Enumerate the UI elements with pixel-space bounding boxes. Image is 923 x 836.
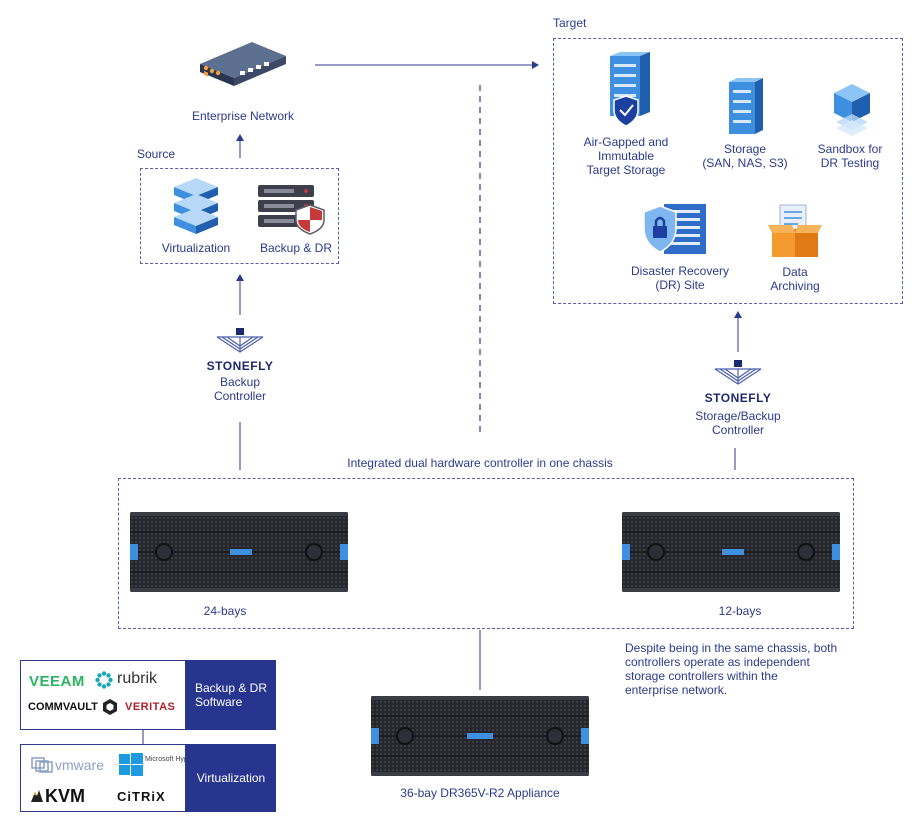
chassis-24-bays [130, 512, 348, 592]
source-box [140, 168, 339, 264]
kvm-logo: KVM [45, 786, 85, 806]
commvault-logo: COMMVAULT [28, 701, 98, 713]
virtualization-software-panel: Virtualization [186, 744, 276, 812]
vmware-logo: vmware [55, 757, 105, 773]
virtualization-label: Virtualization [161, 241, 231, 255]
virtualization-server-icon [174, 178, 218, 234]
backup-controller-label: Backup Controller [213, 375, 267, 403]
archive-box-icon [768, 204, 822, 257]
backup-software-panel: Backup & DR Software [186, 660, 276, 730]
integrated-label: Integrated dual hardware controller in o… [347, 456, 613, 470]
storage-server-icon [729, 78, 763, 134]
hyperv-logo: Microsoft Hyper-V [145, 756, 202, 763]
chassis-12-bays-front [622, 512, 840, 592]
bays-24-label: 24-bays [203, 604, 247, 618]
target-box [553, 38, 903, 304]
backup-dr-label: Backup & DR [259, 241, 333, 255]
appliance-front [371, 696, 589, 776]
storage-backup-controller-label: Storage/Backup Controller [695, 409, 781, 437]
commvault-mark-icon [103, 699, 117, 715]
rubrik-logo: rubrik [117, 670, 158, 687]
citrix-logo: CiTRiX [117, 789, 166, 804]
stonefly-logo-backup: STONEFLY [205, 328, 275, 373]
windows-mark-icon [119, 753, 143, 776]
chassis-24-bays-front [130, 512, 348, 592]
source-label: Source [137, 147, 176, 161]
vmware-mark-icon [31, 757, 53, 773]
dr-site-icon [643, 204, 706, 254]
virtualization-software-logos: vmware Microsoft Hyper-V KVM CiTRiX [20, 744, 201, 812]
dr365v-appliance [371, 696, 589, 776]
integrated-chassis-box [118, 478, 854, 629]
stonefly-emblem-icon [714, 360, 762, 385]
bays-12-label: 12-bays [718, 604, 762, 618]
sandbox-cube-icon [834, 84, 870, 136]
enterprise-network-label: Enterprise Network [191, 109, 295, 123]
chassis-12-bays [622, 512, 840, 592]
veeam-logo: VEEAM [29, 673, 85, 690]
veritas-logo: VERITAS [125, 701, 176, 713]
kvm-penguin-icon [31, 790, 43, 802]
target-label: Target [553, 16, 587, 30]
archiving-label: Data Archiving [770, 265, 820, 293]
stonefly-emblem-icon [216, 328, 264, 353]
backup-server-shield-icon [258, 185, 325, 235]
airgapped-label: Air-Gapped and Immutable Target Storage [583, 135, 669, 177]
airgapped-server-icon [610, 52, 650, 127]
stonefly-logo-storage: STONEFLY [703, 360, 773, 405]
stonefly-wordmark: STONEFLY [704, 391, 772, 405]
rubrik-mark-icon [95, 671, 113, 689]
network-switch-icon [200, 42, 286, 86]
storage-label: Storage (SAN, NAS, S3) [702, 142, 788, 170]
independent-controllers-note: Despite being in the same chassis, both … [625, 641, 838, 697]
appliance-label: 36-bay DR365V-R2 Appliance [400, 786, 560, 800]
dr-site-label: Disaster Recovery (DR) Site [630, 264, 730, 292]
backup-software-logos: VEEAM rubrik COMMVAULT VERITAS [20, 660, 186, 730]
stonefly-wordmark: STONEFLY [206, 359, 274, 373]
sandbox-label: Sandbox for DR Testing [817, 142, 883, 170]
